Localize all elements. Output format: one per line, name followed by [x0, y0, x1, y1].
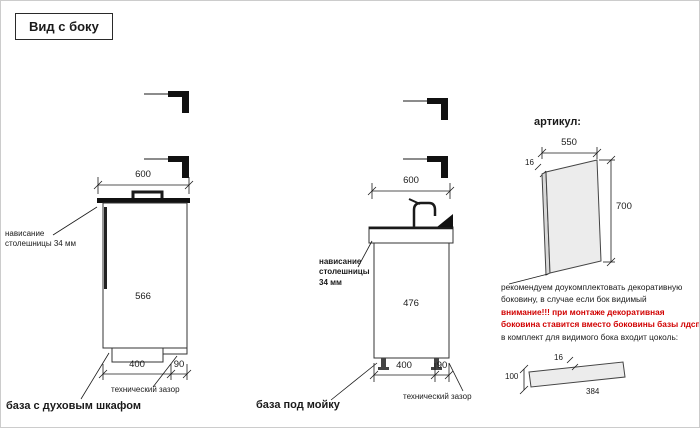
sink-top-width-label: 600: [403, 175, 419, 186]
panel-height-dimension: [599, 155, 616, 267]
plinth-length-label: 384: [586, 387, 600, 396]
panel-note-kit: в комплект для видимого бока входит цоко…: [501, 331, 679, 342]
sink-countertop: [368, 226, 454, 244]
faucet-icon: [408, 198, 437, 227]
oven-depth-label: 400: [129, 359, 145, 370]
sink-overhang-note-line1: нависание: [319, 257, 362, 266]
sink-overhang-note: нависание столешницы 34 мм: [319, 257, 370, 288]
wall-bracket-icon: [403, 98, 448, 178]
wall-bracket-icon: [144, 91, 189, 178]
panel-width-label: 550: [561, 137, 577, 148]
plinth-dimension-ticks: [519, 356, 579, 395]
sink-bottom-dimension: [369, 363, 454, 382]
cabinet-legs: [378, 358, 442, 370]
oven-base-drawing: [52, 91, 194, 400]
oven-door-edge: [104, 207, 107, 289]
oven-technical-gap-note: технический зазор: [111, 385, 180, 394]
sink-cabinet-outline: [373, 242, 450, 359]
oven-leader-lines: [52, 206, 178, 400]
oven-base-caption: база с духовым шкафом: [6, 400, 141, 412]
sink-gap-dim-label: 90: [436, 360, 448, 371]
sink-technical-gap-note: технический зазор: [403, 392, 472, 401]
panel-height-label: 700: [616, 201, 632, 212]
panel-leader-line: [508, 273, 549, 285]
panel-note-warning: внимание!!! при монтаже декоративная бок…: [501, 306, 700, 330]
oven-overhang-note-line1: нависание: [5, 229, 45, 238]
oven-cabinet-outline: [102, 202, 188, 349]
side-panel-drawing: [508, 147, 616, 285]
panel-width-dimension: [537, 147, 602, 159]
panel-article-heading: артикул:: [534, 116, 581, 128]
sink-height-label: 476: [403, 298, 419, 309]
sink-overhang-note-line3: 34 мм: [319, 277, 342, 287]
plinth-thickness-label: 16: [554, 353, 563, 362]
plinth-height-label: 100: [505, 372, 519, 381]
panel-notes: рекомендуем доукомплектовать декоративну…: [501, 281, 700, 343]
sink-top-dimension: [367, 183, 455, 199]
sink-overhang-note-line2: столешницы: [319, 267, 370, 277]
sink-leader-lines: [330, 240, 464, 401]
oven-top-dimension: [93, 177, 194, 194]
plinth-face: [528, 361, 626, 388]
oven-plinth-outline: [111, 348, 164, 363]
sink-upstand: [437, 214, 453, 227]
plinth-drawing: [519, 356, 626, 395]
panel-thickness-label: 16: [525, 158, 534, 167]
oven-overhang-note: нависание столешницы 34 мм: [5, 229, 76, 250]
oven-overhang-note-line2: столешницы 34 мм: [5, 239, 76, 249]
panel-note-recommend: рекомендуем доукомплектовать декоративну…: [501, 282, 683, 305]
sink-base-caption: база под мойку: [256, 399, 340, 411]
panel-face: [545, 159, 602, 274]
sink-depth-label: 400: [396, 360, 412, 371]
countertop: [97, 198, 190, 203]
oven-handle-icon: [131, 190, 164, 198]
oven-back-gap-line: [163, 348, 188, 355]
view-title: Вид с боку: [15, 13, 113, 40]
sink-base-drawing: [330, 98, 464, 401]
oven-height-label: 566: [135, 291, 151, 302]
oven-top-width-label: 600: [135, 169, 151, 180]
oven-gap-dim-label: 90: [173, 359, 185, 370]
oven-bottom-dimension: [98, 364, 192, 380]
